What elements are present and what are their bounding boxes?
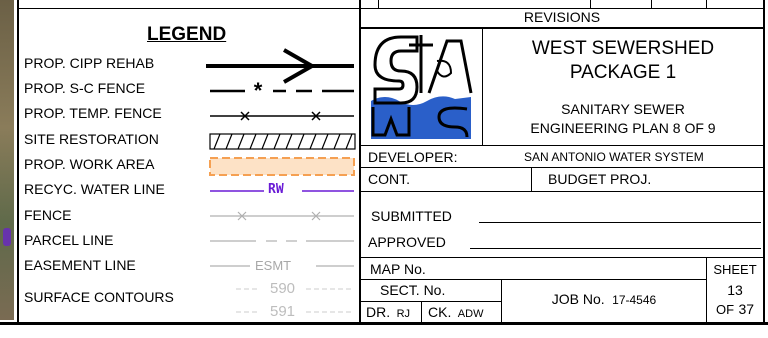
revision-row-line bbox=[361, 8, 765, 9]
legend-label-parcel: PARCEL LINE bbox=[24, 232, 114, 248]
developer-label: DEVELOPER: bbox=[368, 149, 458, 165]
job-divider bbox=[501, 279, 502, 323]
rw-line-text: RW bbox=[268, 182, 284, 197]
revisions-bottom-line bbox=[361, 27, 765, 29]
dr-label: DR. bbox=[366, 304, 391, 320]
budget-label: BUDGET PROJ. bbox=[548, 171, 652, 187]
contour-text-591: 591 bbox=[270, 303, 296, 320]
sheet-divider bbox=[706, 257, 707, 323]
dr-top-line bbox=[361, 301, 501, 302]
sheet-number: 13 bbox=[727, 282, 743, 298]
legend-label-easement: EASEMENT LINE bbox=[24, 257, 136, 273]
saws-logo-icon bbox=[371, 35, 473, 139]
work-area-icon bbox=[209, 157, 355, 176]
revision-tick-3 bbox=[651, 0, 652, 8]
dr-cell: DR. RJ bbox=[366, 304, 410, 322]
submitted-label: SUBMITTED bbox=[371, 208, 452, 224]
legend-label-fence: FENCE bbox=[24, 207, 72, 223]
developer-value: SAN ANTONIO WATER SYSTEM bbox=[524, 150, 704, 164]
sect-label: SECT. No. bbox=[380, 282, 446, 298]
esmt-text: ESMT bbox=[255, 258, 292, 273]
temp-fence-icon bbox=[210, 111, 354, 121]
plan-title-line2: ENGINEERING PLAN 8 OF 9 bbox=[530, 120, 716, 136]
hatch-icon bbox=[209, 133, 356, 150]
dr-value: RJ bbox=[396, 308, 411, 320]
job-value: 17-4546 bbox=[612, 293, 657, 307]
revision-tick-1 bbox=[378, 0, 379, 8]
project-title-line1: WEST SEWERSHED bbox=[531, 38, 715, 59]
legend-title: LEGEND bbox=[147, 24, 227, 45]
submitted-signature-line bbox=[479, 222, 761, 223]
ck-label: CK. bbox=[428, 304, 452, 320]
cont-divider bbox=[531, 167, 532, 191]
ck-cell: CK. ADW bbox=[428, 304, 483, 322]
approved-signature-line bbox=[470, 248, 761, 249]
map-edge-marker bbox=[3, 228, 11, 246]
sheet-total-cell: OF 37 bbox=[707, 301, 763, 319]
border-bottom bbox=[0, 322, 768, 325]
map-top-line bbox=[361, 257, 765, 258]
contour-text-590: 590 bbox=[270, 280, 296, 297]
job-label: JOB No. bbox=[551, 291, 605, 307]
legend-symbols: * bbox=[206, 48, 356, 313]
revisions-header: REVISIONS bbox=[523, 9, 601, 25]
project-title-line2: PACKAGE 1 bbox=[569, 62, 677, 83]
legend-label-work-area: PROP. WORK AREA bbox=[24, 156, 155, 172]
legend-label-cipp: PROP. CIPP REHAB bbox=[24, 55, 155, 71]
plan-title-line1: SANITARY SEWER bbox=[561, 101, 685, 117]
legend-label-site-restoration: SITE RESTORATION bbox=[24, 131, 159, 147]
cont-label: CONT. bbox=[368, 171, 410, 187]
contours-icon bbox=[236, 288, 354, 313]
map-label: MAP No. bbox=[370, 261, 426, 277]
revision-tick-4 bbox=[706, 0, 707, 8]
sheet-label: SHEET bbox=[713, 262, 757, 277]
border-right bbox=[763, 0, 765, 324]
sc-fence-icon: * bbox=[210, 78, 354, 103]
svg-text:*: * bbox=[254, 78, 263, 103]
fence-icon bbox=[210, 211, 354, 221]
cipp-arrow-icon bbox=[206, 48, 354, 84]
of-label: OF bbox=[715, 302, 735, 317]
border-left bbox=[17, 0, 19, 324]
dr-ck-divider bbox=[421, 301, 422, 323]
legend-label-rw-line: RECYC. WATER LINE bbox=[24, 181, 165, 197]
ck-value: ADW bbox=[457, 308, 484, 320]
developer-top-line bbox=[361, 145, 765, 146]
job-cell: JOB No. 17-4546 bbox=[502, 291, 706, 309]
approved-label: APPROVED bbox=[368, 234, 446, 250]
legend-label-contours: SURFACE CONTOURS bbox=[24, 289, 174, 305]
logo-divider bbox=[482, 29, 483, 146]
revision-tick-2 bbox=[590, 0, 591, 8]
legend-titleblock-divider bbox=[359, 0, 361, 324]
legend-label-temp-fence: PROP. TEMP. FENCE bbox=[24, 105, 162, 121]
cont-top-line bbox=[361, 167, 765, 168]
sheet-total: 37 bbox=[738, 301, 755, 317]
budget-bottom-line bbox=[361, 191, 765, 192]
legend-label-sc-fence: PROP. S-C FENCE bbox=[24, 80, 146, 96]
sect-top-line bbox=[361, 279, 706, 280]
